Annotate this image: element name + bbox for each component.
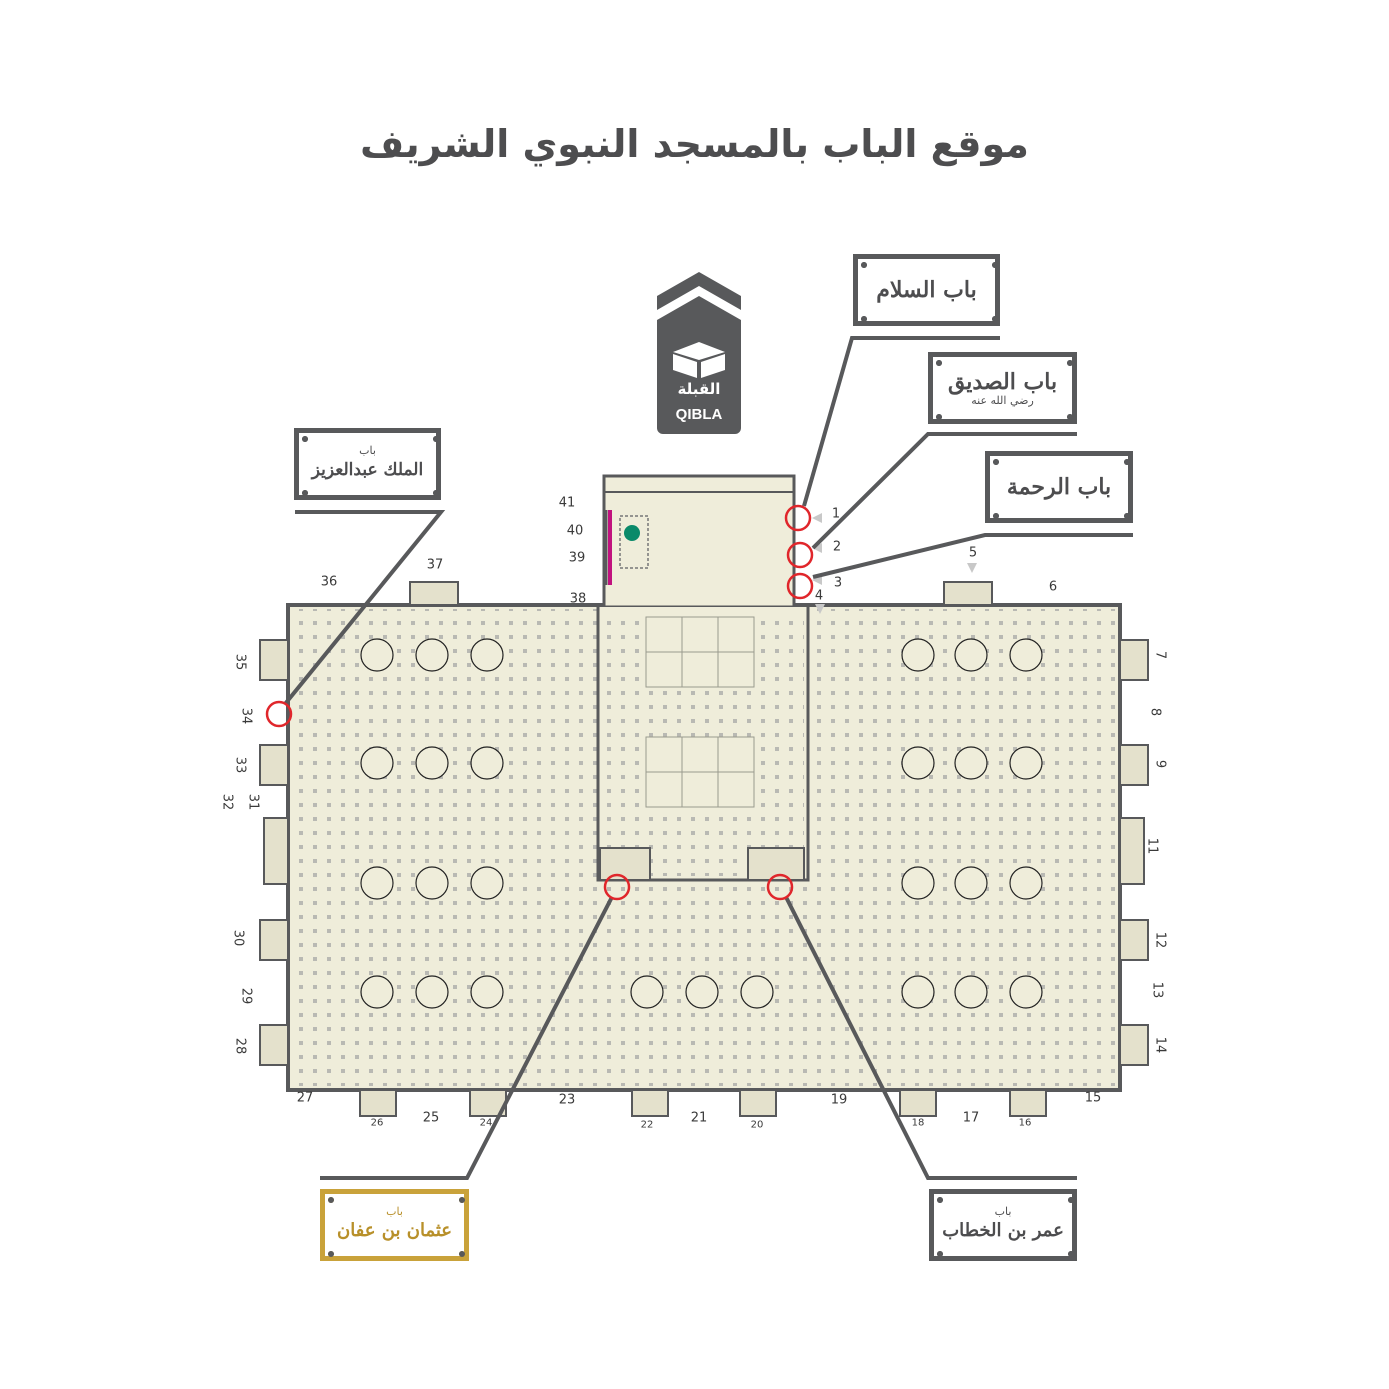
- plaque-bab-umar: باب عمر بن الخطاب: [929, 1189, 1077, 1261]
- qibla-label-en: QIBLA: [675, 406, 723, 423]
- gate-number: 1: [831, 506, 841, 522]
- gate-number: 33: [232, 756, 248, 774]
- gate-number: 39: [568, 550, 586, 566]
- leader-rahma: [812, 533, 1133, 579]
- gate-number: 4: [814, 588, 824, 604]
- highlight-gate-1: [784, 504, 812, 532]
- plaque-name: عمر بن الخطاب: [942, 1220, 1064, 1241]
- gate-number: 21: [690, 1110, 708, 1126]
- highlight-gate-umar: [766, 873, 794, 901]
- gate-number: 5: [968, 545, 978, 561]
- leader-siddiq: [811, 432, 1077, 550]
- plaque-prefix: باب: [1077, 474, 1112, 500]
- gate-number: 27: [296, 1090, 314, 1106]
- gate-number: 29: [238, 987, 254, 1005]
- plaque-name: الرحمة: [1006, 474, 1070, 500]
- highlight-gate-2: [786, 541, 814, 569]
- gate-number: 23: [558, 1092, 576, 1108]
- gate-number: 22: [640, 1119, 654, 1131]
- gate-number: 15: [1084, 1090, 1102, 1106]
- gate-number: 20: [750, 1119, 764, 1131]
- plaque-name: السلام: [876, 277, 936, 303]
- plaque-bab-al-siddiq: باب الصديق رضي الله عنه: [928, 352, 1077, 424]
- gate-number: 13: [1149, 981, 1165, 999]
- gate-number: 19: [830, 1092, 848, 1108]
- plaque-name: عثمان بن عفان: [336, 1220, 453, 1241]
- qibla-label-ar: القبلة: [677, 380, 721, 398]
- plaque-honorific: رضي الله عنه: [971, 394, 1034, 407]
- gate-number: 14: [1152, 1036, 1168, 1054]
- gate-number: 12: [1152, 931, 1168, 949]
- old-mosque-north: [602, 474, 796, 609]
- highlight-gate-3: [786, 572, 814, 600]
- gate-number: 32: [219, 793, 235, 811]
- gate-number: 3: [833, 575, 843, 591]
- highlight-gate-uthman: [603, 873, 631, 901]
- page-title: موقع الباب بالمسجد النبوي الشريف: [360, 122, 1029, 166]
- gate-number: 11: [1144, 837, 1160, 855]
- gate-number: 41: [558, 495, 576, 511]
- gate-number: 35: [232, 653, 248, 671]
- plaque-name: الصديق: [947, 369, 1016, 395]
- gate-number: 31: [245, 793, 261, 811]
- gate-number: 9: [1152, 759, 1168, 769]
- leader-uthman: [320, 896, 614, 1180]
- gate-number: 8: [1147, 707, 1163, 717]
- gate-number: 25: [422, 1110, 440, 1126]
- gate-number: 7: [1152, 650, 1168, 660]
- leader-salam: [802, 336, 1000, 507]
- leader-abdulaziz: [283, 510, 446, 706]
- gate-number: 17: [962, 1110, 980, 1126]
- kaaba-icon: [673, 342, 725, 378]
- highlight-gate-34: [265, 700, 293, 728]
- gate-number: 37: [426, 557, 444, 573]
- qibla-marker: القبلة QIBLA: [657, 272, 741, 434]
- plaque-prefix: باب: [943, 277, 977, 303]
- dome-grid-north: [645, 616, 755, 808]
- rawdah-dot: [624, 525, 640, 541]
- gate-number: 18: [911, 1117, 925, 1129]
- plaque-prefix: باب: [1023, 369, 1058, 395]
- plaque-name: الملك عبدالعزيز: [311, 460, 424, 480]
- gate-number: 2: [832, 539, 842, 555]
- kaaba-chevron-icon: [657, 272, 741, 342]
- gate-number: 16: [1018, 1117, 1032, 1129]
- plaque-prefix: باب: [994, 1205, 1012, 1218]
- plaque-bab-al-salam: باب السلام: [853, 254, 1000, 326]
- umbrellas: [360, 638, 1043, 1009]
- plaque-bab-al-rahma: باب الرحمة: [985, 451, 1133, 523]
- gate-number: 38: [569, 591, 587, 607]
- gate-number: 40: [566, 523, 584, 539]
- plaque-bab-king-abdulaziz: باب الملك عبدالعزيز: [294, 428, 441, 500]
- plaque-bab-uthman: باب عثمان بن عفان: [320, 1189, 469, 1261]
- gate-number: 30: [230, 929, 246, 947]
- gate-number: 26: [370, 1117, 384, 1129]
- gate-number: 36: [320, 574, 338, 590]
- gate-number: 24: [479, 1117, 493, 1129]
- gate-number: 6: [1048, 579, 1058, 595]
- gate-number: 34: [238, 707, 254, 725]
- gate-number: 28: [232, 1037, 248, 1055]
- plaque-prefix: باب: [386, 1205, 403, 1218]
- qibla-box: [657, 334, 741, 434]
- plaque-prefix: باب: [359, 444, 376, 457]
- leader-umar: [784, 896, 1077, 1180]
